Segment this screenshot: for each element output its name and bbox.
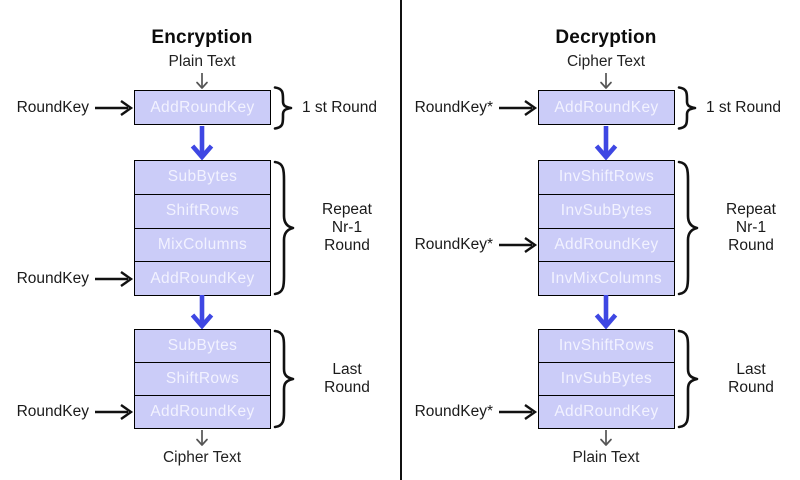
decryption-output-label: Plain Text — [572, 449, 640, 466]
stack-row: ShiftRows — [135, 193, 270, 228]
repeat-rounds-stack: InvShiftRows InvSubBytes AddRoundKey Inv… — [538, 160, 675, 296]
down-arrow-icon — [600, 430, 612, 446]
flow-down-arrow-icon — [594, 295, 618, 329]
roundkey-input-row: RoundKey — [0, 269, 134, 289]
stack-row: AddRoundKey — [135, 395, 270, 428]
curly-brace-icon — [273, 86, 293, 130]
last-round-annotation: Last Round — [676, 329, 794, 429]
roundkey-label: RoundKey — [16, 403, 89, 420]
curly-brace-icon — [677, 160, 699, 296]
stack-row: InvSubBytes — [539, 362, 674, 395]
right-arrow-icon — [499, 404, 538, 420]
first-round-label: 1 st Round — [706, 99, 781, 116]
last-round-label: Last Round — [728, 361, 774, 396]
roundkey-label: RoundKey* — [414, 403, 493, 420]
roundkey-label: RoundKey* — [414, 99, 493, 116]
right-arrow-icon — [499, 237, 538, 253]
encryption-input-label: Plain Text — [168, 53, 236, 70]
curly-brace-icon — [677, 86, 697, 130]
stack-row: InvMixColumns — [539, 261, 674, 295]
decryption-diagram: Decryption Cipher Text RoundKey* AddRoun… — [404, 0, 800, 480]
repeat-rounds-label: Repeat Nr-1 Round — [322, 201, 372, 254]
roundkey-label: RoundKey — [16, 99, 89, 116]
roundkey-input-row: RoundKey* — [404, 235, 538, 255]
stack-row: MixColumns — [135, 227, 270, 262]
encryption-diagram: Encryption Plain Text RoundKey AddRoundK… — [0, 0, 396, 480]
curly-brace-icon — [677, 329, 699, 429]
last-round-stack: InvShiftRows InvSubBytes AddRoundKey — [538, 329, 675, 429]
decryption-input-label: Cipher Text — [566, 53, 646, 70]
right-arrow-icon — [499, 100, 538, 116]
decryption-title: Decryption — [555, 26, 657, 48]
panel-divider — [400, 0, 402, 480]
stack-row: SubBytes — [167, 337, 238, 354]
roundkey-input-row: RoundKey* — [404, 402, 538, 422]
right-arrow-icon — [95, 404, 134, 420]
flow-down-arrow-icon — [594, 126, 618, 160]
roundkey-input-row: RoundKey* — [404, 98, 538, 118]
first-round-annotation: 1 st Round — [676, 86, 781, 130]
right-arrow-icon — [95, 271, 134, 287]
last-round-label: Last Round — [324, 361, 370, 396]
first-round-annotation: 1 st Round — [272, 86, 377, 130]
curly-brace-icon — [273, 329, 295, 429]
last-round-stack: SubBytes ShiftRows AddRoundKey — [134, 329, 271, 429]
addroundkey-box: AddRoundKey — [134, 90, 271, 125]
repeat-rounds-stack: SubBytes ShiftRows MixColumns AddRoundKe… — [134, 160, 271, 296]
right-arrow-icon — [95, 100, 134, 116]
stack-row: AddRoundKey — [539, 227, 674, 262]
roundkey-label: RoundKey* — [414, 236, 493, 253]
down-arrow-icon — [196, 430, 208, 446]
stack-row: SubBytes — [167, 168, 238, 186]
flow-down-arrow-icon — [190, 295, 214, 329]
repeat-rounds-label: Repeat Nr-1 Round — [726, 201, 776, 254]
stack-row: AddRoundKey — [539, 395, 674, 428]
roundkey-input-row: RoundKey — [0, 98, 134, 118]
stack-row: InvSubBytes — [539, 193, 674, 228]
repeat-rounds-annotation: Repeat Nr-1 Round — [272, 160, 390, 296]
first-round-label: 1 st Round — [302, 99, 377, 116]
repeat-rounds-annotation: Repeat Nr-1 Round — [676, 160, 794, 296]
roundkey-label: RoundKey — [16, 270, 89, 287]
stack-row: ShiftRows — [135, 362, 270, 395]
stack-row: AddRoundKey — [135, 261, 270, 295]
roundkey-input-row: RoundKey — [0, 402, 134, 422]
last-round-annotation: Last Round — [272, 329, 390, 429]
stack-row: InvShiftRows — [558, 337, 655, 354]
encryption-output-label: Cipher Text — [162, 449, 242, 466]
curly-brace-icon — [273, 160, 295, 296]
down-arrow-icon — [600, 73, 612, 89]
down-arrow-icon — [196, 73, 208, 89]
flow-down-arrow-icon — [190, 126, 214, 160]
addroundkey-box: AddRoundKey — [538, 90, 675, 125]
stack-row: InvShiftRows — [558, 168, 655, 186]
encryption-title: Encryption — [151, 26, 253, 48]
